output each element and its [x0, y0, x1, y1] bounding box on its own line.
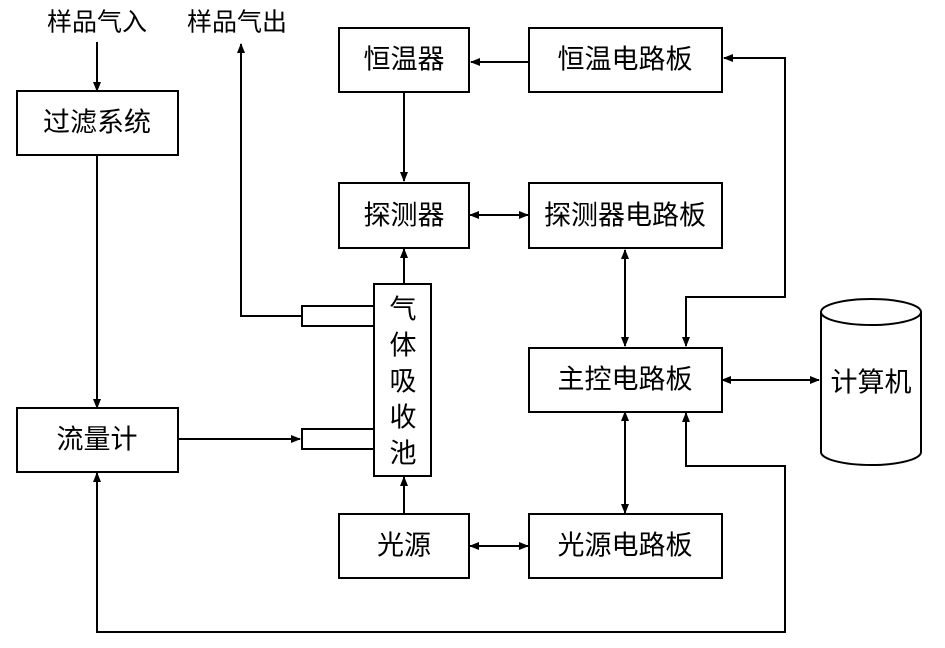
thermostat-block: 恒温器 [338, 27, 470, 93]
gas-cell-char-2: 体 [390, 331, 417, 362]
thermostat-label: 恒温器 [364, 45, 445, 76]
thermostat-board-label: 恒温电路板 [558, 45, 693, 76]
computer-cylinder: 计算机 [820, 298, 922, 466]
gas-cell-char-1: 气 [390, 295, 417, 326]
light-source-label: 光源 [377, 531, 431, 562]
filter-system-label: 过滤系统 [43, 108, 151, 139]
detector-board-label: 探测器电路板 [544, 201, 706, 232]
light-source-board-label: 光源电路板 [558, 531, 693, 562]
light-source-block: 光源 [338, 513, 470, 579]
light-source-board-block: 光源电路板 [528, 513, 723, 579]
gas-cell-char-5: 池 [390, 439, 417, 470]
computer-label: 计算机 [831, 368, 912, 399]
main-board-label: 主控电路板 [558, 365, 693, 396]
detector-label: 探测器 [364, 201, 445, 232]
flow-meter-label: 流量计 [57, 425, 138, 456]
inlet-tube [301, 428, 376, 450]
sample-in-label: 样品气入 [47, 8, 147, 37]
gas-cell-char-4: 收 [390, 403, 417, 434]
detector-block: 探测器 [338, 182, 470, 249]
sample-out-label: 样品气出 [187, 8, 287, 37]
main-board-block: 主控电路板 [528, 347, 723, 413]
gas-cell-char-3: 吸 [390, 367, 417, 398]
connectors [93, 42, 820, 633]
arrow-mainboard-flowmeter [93, 412, 786, 633]
filter-system-block: 过滤系统 [16, 90, 179, 156]
arrow-outlet-to-sample-out [237, 43, 302, 317]
gas-cell-block: 气 体 吸 收 池 [301, 283, 432, 477]
outlet-tube [301, 305, 376, 327]
flow-meter-block: 流量计 [16, 407, 179, 473]
thermostat-board-block: 恒温电路板 [528, 27, 723, 93]
arrow-mainboard-thermoboard [682, 54, 786, 347]
detector-board-block: 探测器电路板 [528, 182, 723, 249]
